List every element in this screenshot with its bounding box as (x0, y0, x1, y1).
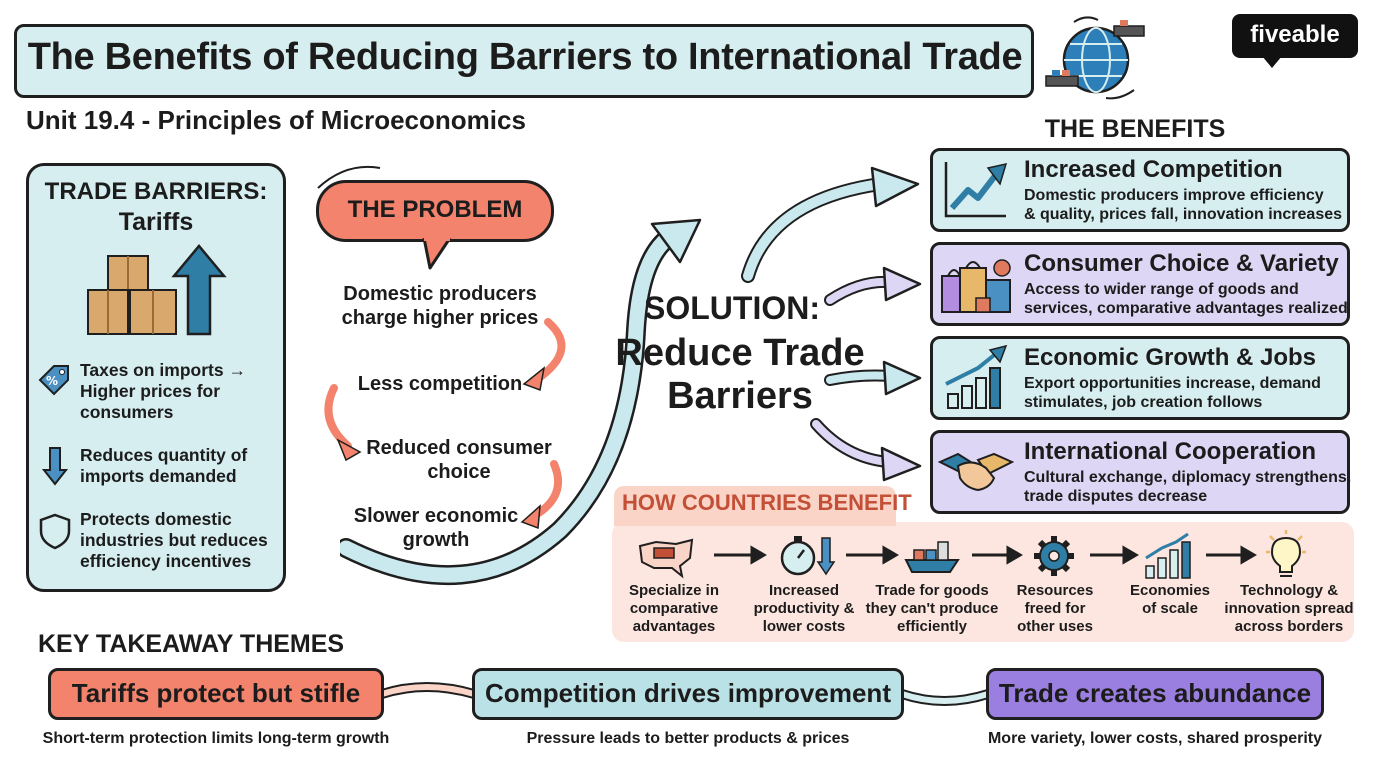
benefit-desc-1b: & quality, prices fall, innovation incre… (1024, 206, 1343, 223)
theme-label-3: Trade creates abundance (998, 678, 1312, 708)
problem-label: THE PROBLEM (347, 196, 523, 223)
theme-label-2: Competition drives improvement (485, 678, 891, 708)
theme-card-abundance (986, 668, 1324, 720)
theme-desc-1: Short-term protection limits long-term g… (42, 730, 390, 747)
page-subtitle: Unit 19.4 - Principles of Microeconomics (26, 105, 526, 135)
benefit-title-1: Increased Competition (1024, 156, 1283, 183)
benefit-desc-3a: Export opportunities increase, demand (1024, 375, 1321, 392)
benefit-desc-2b: services, comparative advantages realize… (1024, 300, 1348, 317)
boxes-and-up-arrow-icon (87, 244, 227, 336)
trending-chart-icon (944, 162, 1008, 218)
country-map-icon (638, 538, 694, 579)
key-takeaways-heading: KEY TAKEAWAY THEMES (38, 630, 345, 658)
page-title: The Benefits of Reducing Barriers to Int… (27, 36, 1023, 78)
barrier-item-3: Protects domestic industries but reduces… (80, 509, 268, 571)
benefit-title-2: Consumer Choice & Variety (1024, 250, 1339, 277)
benefit-desc-2a: Access to wider range of goods and (1024, 281, 1299, 298)
benefit-card-competition (930, 148, 1350, 232)
barriers-heading: TRADE BARRIERS: (44, 178, 268, 205)
bar-growth-icon (945, 344, 1008, 409)
title-banner (14, 24, 1034, 98)
shopping-bags-icon (941, 259, 1011, 313)
theme-card-competition (472, 668, 904, 720)
barriers-subheading: Tariffs (118, 208, 194, 236)
benefit-title-3: Economic Growth & Jobs (1024, 344, 1317, 371)
down-arrow-icon (42, 447, 68, 486)
problem-step-3: Reduced consumer choice (366, 437, 552, 483)
barrier-item-1: Taxes on imports → Higher prices for con… (80, 360, 246, 422)
growth-chart-icon (1145, 532, 1191, 579)
benefit-arrows (741, 166, 922, 482)
cargo-ship-icon (904, 541, 960, 573)
theme-label-1: Tariffs protect but stifle (71, 678, 361, 708)
theme-connectors (380, 682, 990, 706)
shield-icon (39, 513, 71, 550)
problem-step-2: Less competition (357, 373, 523, 395)
svg-text:%: % (46, 374, 58, 388)
lightbulb-icon (1266, 530, 1306, 577)
speech-bubble-tail (422, 237, 452, 270)
benefit-desc-4b: trade disputes decrease (1024, 488, 1208, 505)
benefit-desc-1a: Domestic producers improve efficiency (1024, 187, 1324, 204)
problem-step-1: Domestic producers charge higher prices (341, 283, 539, 329)
how-countries-benefit-title: HOW COUNTRIES BENEFIT (622, 490, 912, 515)
globe-trade-icon (1045, 16, 1145, 100)
how-countries-benefit-tab (614, 486, 896, 526)
price-tag-icon: % (38, 365, 69, 396)
theme-card-tariffs (48, 668, 384, 720)
benefits-heading: THE BENEFITS (1044, 115, 1226, 143)
problem-flow-arrows (317, 165, 566, 530)
solution-label: SOLUTION: (644, 290, 820, 326)
how-benefit-arrows (714, 545, 1257, 565)
benefit-title-4: International Cooperation (1024, 438, 1317, 465)
benefit-card-cooperation (930, 430, 1350, 514)
benefit-desc-3b: stimulates, job creation follows (1024, 394, 1263, 411)
barrier-item-2: Reduces quantity of imports demanded (80, 445, 248, 486)
how-countries-benefit-panel (612, 522, 1354, 642)
problem-step-4: Slower economic growth (353, 505, 519, 551)
solution-text: Reduce Trade Barriers (615, 332, 865, 417)
theme-desc-3: More variety, lower costs, shared prospe… (987, 730, 1323, 747)
fiveable-logo: fiveable (1232, 14, 1358, 58)
theme-desc-2: Pressure leads to better products & pric… (526, 730, 850, 747)
logo-tail (1262, 56, 1282, 68)
gear-icon (1034, 536, 1074, 576)
benefit-desc-4a: Cultural exchange, diplomacy strengthens… (1024, 469, 1352, 486)
stopwatch-icon (780, 536, 836, 576)
handshake-icon (938, 452, 1014, 492)
swoosh-arrow (340, 218, 702, 586)
